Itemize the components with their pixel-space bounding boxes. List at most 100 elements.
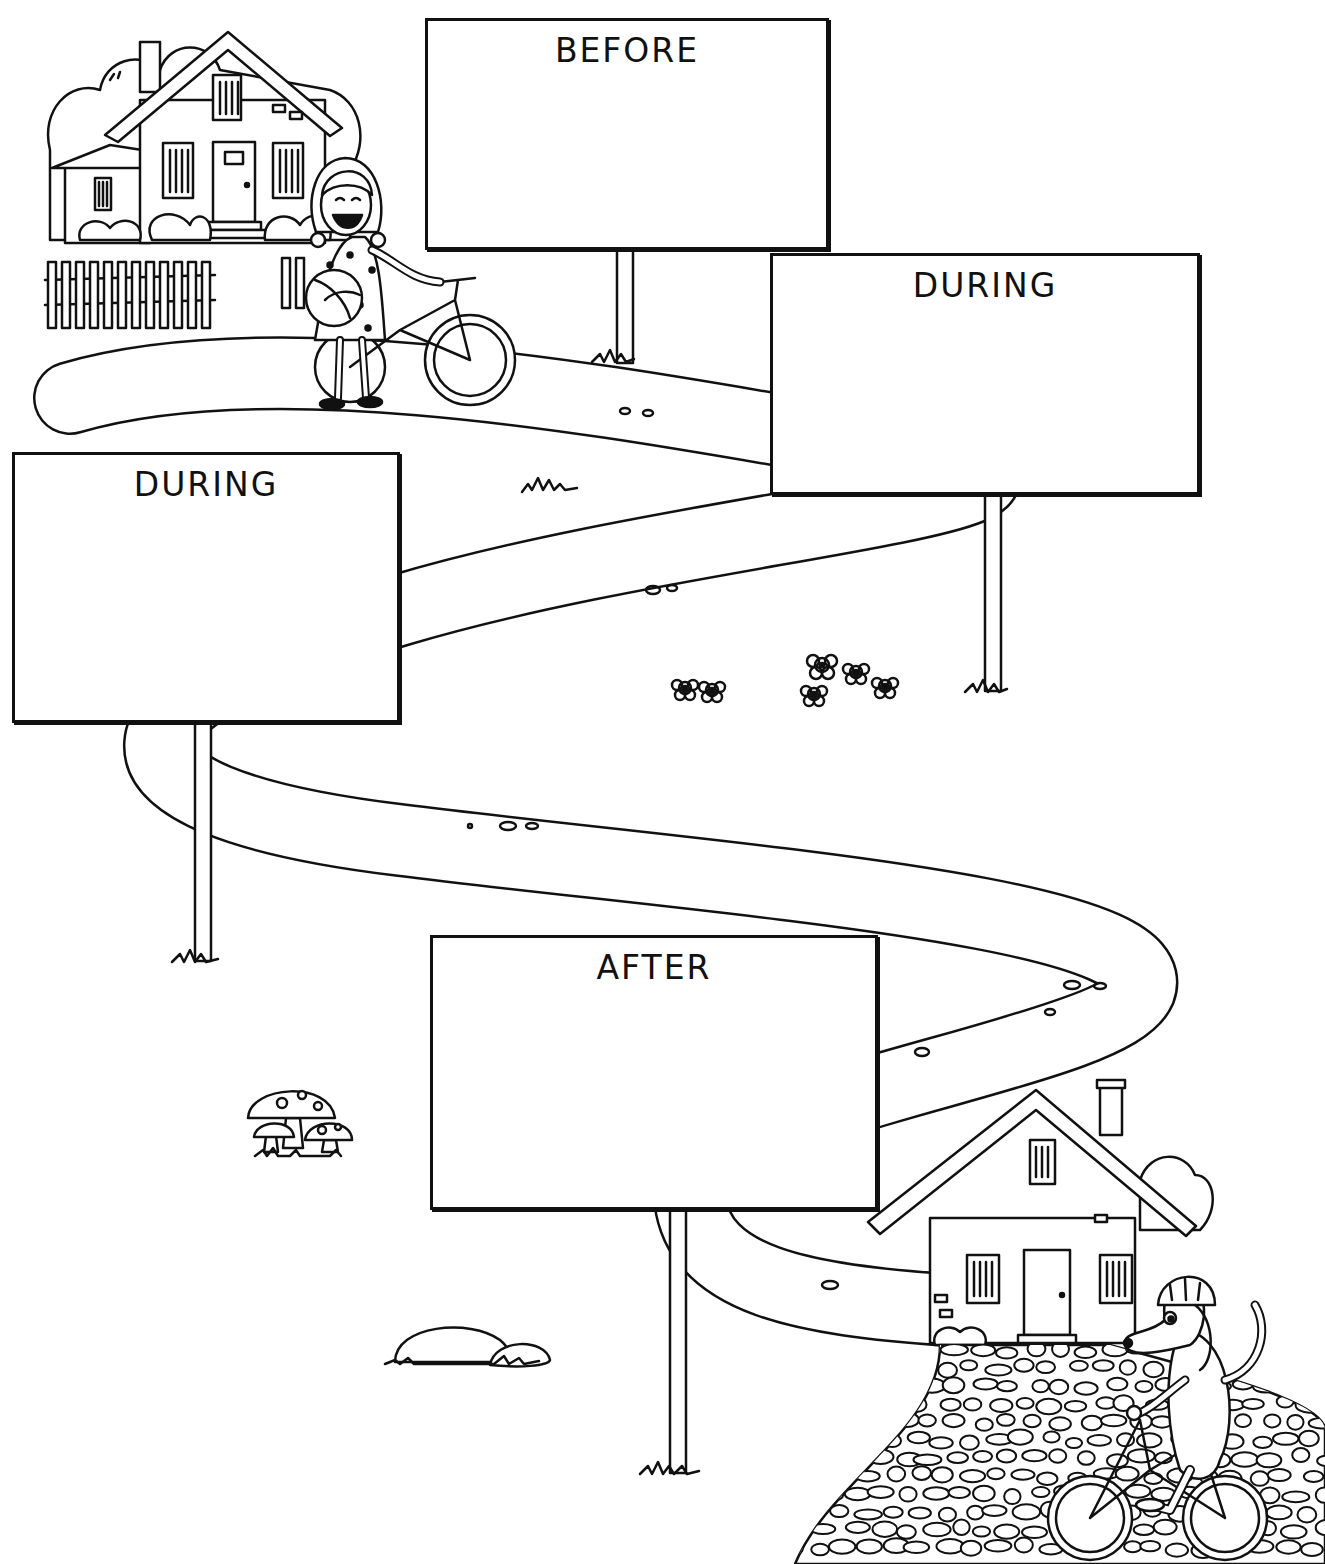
- cobblestone: [938, 1363, 957, 1378]
- mushrooms: [248, 1091, 335, 1118]
- cobblestone: [1166, 1544, 1188, 1557]
- grass-tuft: [522, 478, 577, 492]
- girl-with-bike: [358, 397, 382, 407]
- picket-fence: [90, 262, 98, 328]
- cobblestone: [919, 1378, 946, 1392]
- cobblestone: [904, 1541, 930, 1553]
- cobblestone: [1008, 1429, 1033, 1444]
- cobblestone: [1011, 1470, 1034, 1480]
- cobblestone: [915, 1339, 942, 1355]
- cobblestone: [1022, 1526, 1047, 1538]
- start-house: [170, 150, 188, 192]
- mushrooms: [305, 1124, 352, 1141]
- cobblestone: [778, 1507, 805, 1519]
- cobblestone: [845, 1488, 871, 1501]
- dog-on-bike: [1135, 1380, 1185, 1415]
- cobblestone: [834, 1360, 851, 1376]
- cobblestone: [788, 1383, 815, 1395]
- flowers: [699, 682, 709, 692]
- cobblestone: [971, 1344, 995, 1356]
- sign-label: AFTER: [433, 948, 875, 987]
- cobblestone: [1298, 1361, 1325, 1375]
- cobblestone: [1037, 1472, 1057, 1484]
- mushrooms: [335, 1124, 341, 1130]
- cobblestone: [1154, 1520, 1177, 1535]
- cobblestone: [985, 1540, 1012, 1551]
- dog-on-bike: [1124, 1339, 1132, 1347]
- girl-with-bike: [338, 340, 366, 398]
- cobblestone: [787, 1540, 803, 1555]
- rocks: [385, 1356, 539, 1364]
- dog-on-bike: [1048, 1277, 1267, 1560]
- cobblestone: [960, 1436, 979, 1450]
- cobblestone: [1313, 1341, 1325, 1353]
- cobblestone: [943, 1414, 965, 1427]
- picket-fence: [174, 262, 182, 328]
- start-house: [65, 165, 150, 243]
- start-house: [150, 214, 211, 240]
- mushrooms: [248, 1091, 352, 1156]
- cobblestone: [825, 1471, 851, 1486]
- girl-with-bike: [338, 340, 366, 398]
- dog-on-bike: [1135, 1380, 1185, 1415]
- sign-posts: [617, 248, 633, 363]
- cobblestone: [1296, 1397, 1324, 1412]
- cobblestone: [868, 1450, 894, 1465]
- cobblestone: [1070, 1361, 1088, 1371]
- cobblestone: [1107, 1378, 1127, 1391]
- start-house: [213, 142, 255, 222]
- cobblestone: [895, 1378, 920, 1393]
- winding-road: [468, 824, 472, 828]
- cobblestone: [1120, 1360, 1136, 1375]
- cobblestone: [843, 1381, 867, 1396]
- cobblestone: [899, 1487, 916, 1502]
- end-house: [1100, 1255, 1132, 1303]
- winding-road: [643, 410, 653, 416]
- cobblestone: [1287, 1415, 1303, 1430]
- dog-on-bike: [1168, 1330, 1229, 1479]
- cobblestone: [1288, 1345, 1313, 1359]
- cobblestone: [1266, 1506, 1291, 1520]
- dog-on-bike: [1136, 1499, 1164, 1511]
- start-house: [280, 150, 298, 192]
- end-house: [1030, 1140, 1055, 1184]
- cobblestone: [1317, 1456, 1325, 1466]
- cobblestone: [1015, 1538, 1033, 1553]
- cobblestone: [1013, 1504, 1040, 1519]
- winding-road: [646, 586, 660, 594]
- picket-fence: [45, 258, 304, 328]
- flowers: [872, 678, 898, 698]
- cobblestone: [801, 1432, 828, 1446]
- cobblestone: [1049, 1449, 1066, 1463]
- end-house: [1100, 1085, 1122, 1135]
- sign-board: DURING: [770, 253, 1200, 495]
- cobblestone: [960, 1360, 977, 1370]
- cobblestone: [1032, 1380, 1048, 1392]
- cobblestone: [996, 1347, 1017, 1358]
- cobblestone: [1022, 1450, 1046, 1461]
- cobblestone: [909, 1397, 927, 1411]
- flowers: [685, 690, 695, 700]
- cobblestone: [811, 1398, 828, 1409]
- cobblestone: [781, 1436, 808, 1447]
- dog-on-bike: [1225, 1305, 1262, 1380]
- cobblestone: [884, 1434, 901, 1447]
- cobblestone: [1268, 1469, 1291, 1481]
- dog-on-bike: [1195, 1305, 1211, 1370]
- cobblestone: [835, 1432, 856, 1447]
- picket-fence: [76, 262, 84, 328]
- sign-posts: [985, 493, 1001, 691]
- start-house: [220, 82, 238, 114]
- picket-fence: [132, 262, 140, 328]
- flowers: [712, 692, 722, 702]
- cobblestone: [811, 1524, 835, 1534]
- cobblestone: [1281, 1525, 1307, 1538]
- start-house: [105, 32, 342, 142]
- cobblestone: [866, 1377, 894, 1390]
- end-house: [1018, 1335, 1076, 1343]
- start-house: [290, 112, 302, 119]
- sign-board: BEFORE: [425, 18, 829, 250]
- cobblestone: [987, 1468, 1004, 1479]
- cobblestone: [964, 1398, 981, 1410]
